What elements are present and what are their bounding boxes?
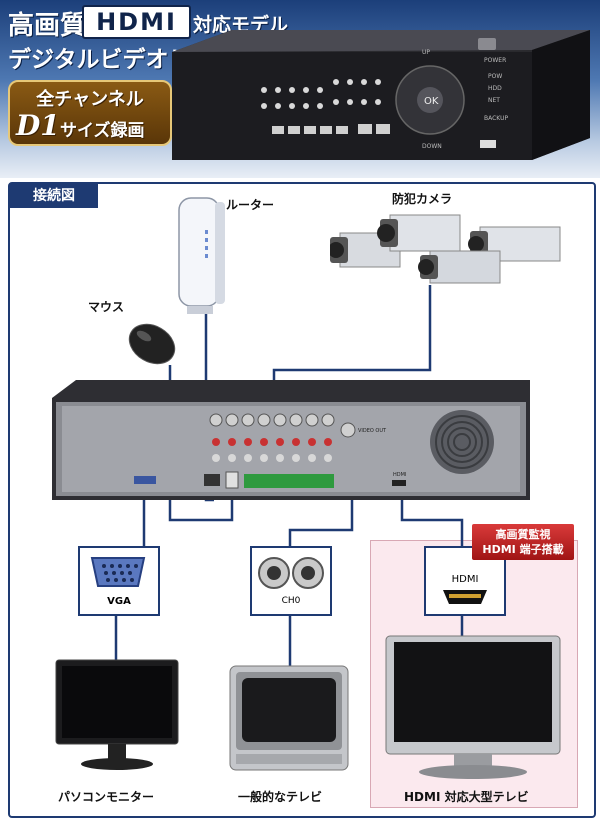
cameras-label: 防犯カメラ bbox=[392, 192, 453, 206]
up-key-label: UP bbox=[422, 49, 430, 56]
vga-zoom-box: VGA bbox=[78, 546, 160, 616]
hdmi-zoom-label: HDMI bbox=[451, 574, 479, 585]
badge-d1: D1 bbox=[16, 109, 60, 142]
pc-monitor-image bbox=[55, 659, 179, 770]
crt-tv-image bbox=[229, 665, 349, 771]
hdd-led-label: HDD bbox=[488, 85, 502, 92]
video-out-label: VIDEO OUT bbox=[358, 428, 387, 434]
power-label: POWER bbox=[484, 57, 506, 64]
backup-label: BACKUP bbox=[484, 115, 508, 122]
ethernet-port bbox=[204, 474, 220, 486]
ch0-zoom-box: CH0 bbox=[250, 546, 332, 616]
d1-badge: 全チャンネル D1 サイズ録画 bbox=[8, 80, 172, 146]
badge-line2: サイズ録画 bbox=[60, 121, 145, 141]
dvr-rear-panel: HDMI VIDEO OUT bbox=[52, 380, 530, 500]
badge-line1: 全チャンネル bbox=[36, 89, 144, 110]
terminal-block bbox=[244, 474, 334, 488]
dvr-front-panel: OK UP DOWN POWER POW HDD NET BACKUP bbox=[172, 30, 590, 160]
header-banner: 高画質 HDMI 対応モデル デジタルビデオレコーダー 全チャンネル D1 サイ… bbox=[0, 0, 600, 178]
hdmi-tv-label: HDMI 対応大型テレビ bbox=[404, 790, 529, 804]
hdmi-logo: HDMI bbox=[82, 5, 191, 39]
hdmi-callout: 高画質監視 HDMI 端子搭載 bbox=[472, 524, 574, 560]
pow-led-label: POW bbox=[488, 73, 502, 80]
tv-label: 一般的なテレビ bbox=[238, 790, 323, 804]
headline-prefix: 高画質 bbox=[8, 11, 87, 41]
down-key-label: DOWN bbox=[422, 143, 442, 150]
usb-port bbox=[480, 140, 496, 148]
ch0-port-label: CH0 bbox=[281, 596, 301, 606]
vga-port-label: VGA bbox=[107, 596, 131, 607]
power-button bbox=[478, 38, 496, 50]
hdmi-port bbox=[392, 480, 406, 486]
usb-ports bbox=[225, 471, 239, 489]
hdmi-connector-icon bbox=[443, 590, 487, 604]
diagram-title: 接続図 bbox=[10, 184, 98, 208]
vga-connector-icon bbox=[90, 557, 146, 587]
hdmi-port-label: HDMI bbox=[393, 472, 406, 478]
callout-line2: HDMI 端子搭載 bbox=[482, 543, 564, 556]
vga-port bbox=[134, 476, 156, 484]
mouse-label: マウス bbox=[88, 300, 125, 314]
bnc-connector-icon bbox=[258, 557, 324, 589]
ok-key-label: OK bbox=[424, 96, 439, 107]
router-label: ルーター bbox=[226, 198, 275, 212]
router-image bbox=[178, 197, 225, 314]
cameras-image bbox=[330, 214, 561, 284]
net-led-label: NET bbox=[488, 97, 500, 104]
callout-line1: 高画質監視 bbox=[495, 528, 551, 541]
pc-monitor-label: パソコンモニター bbox=[58, 790, 155, 804]
hdmi-tv-image bbox=[385, 635, 561, 779]
mouse-image bbox=[128, 323, 176, 365]
